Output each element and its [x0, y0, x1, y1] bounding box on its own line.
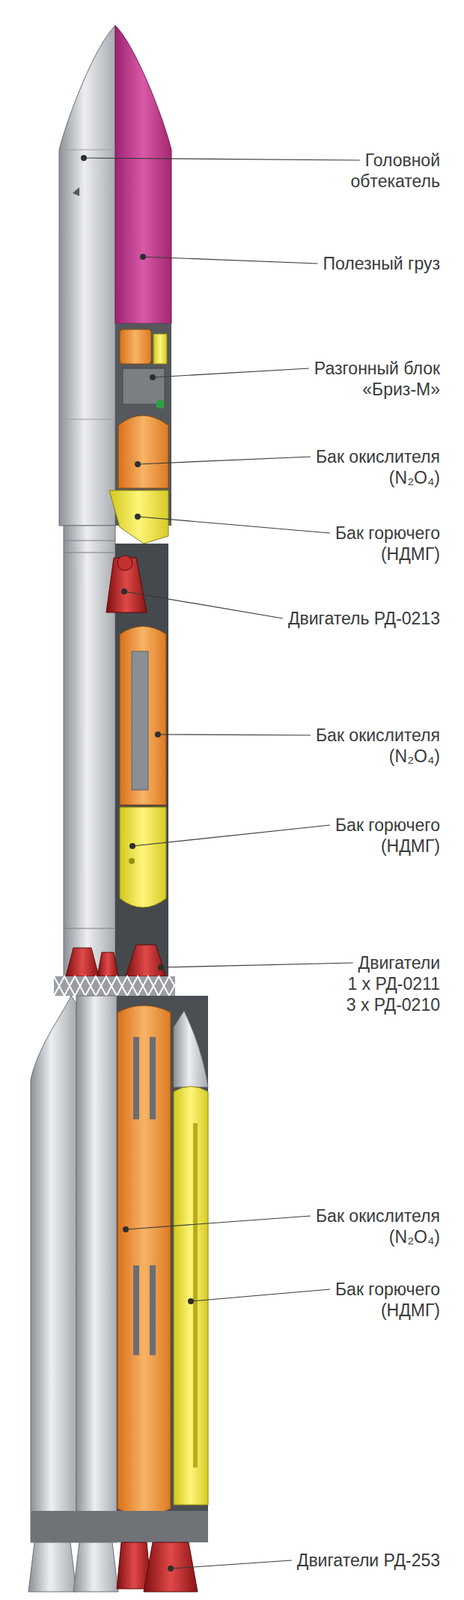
oxidizer-tank: [117, 1005, 171, 1515]
booster-nose: [173, 1010, 209, 1087]
leader-dot: [134, 513, 141, 520]
tank-insert: [149, 1036, 156, 1119]
fuel-tank: [109, 490, 169, 544]
fairing-shell: [59, 25, 116, 526]
leader-line: [137, 516, 331, 533]
leader-dot: [187, 1297, 194, 1304]
leader-line: [157, 734, 311, 735]
leader-line: [190, 1288, 331, 1301]
upper-stage-equipment: [153, 333, 167, 364]
leader-dot: [149, 374, 156, 381]
stage-ring: [63, 552, 116, 554]
leader-line: [152, 368, 310, 378]
leader-line: [137, 456, 311, 464]
tank-insert: [133, 1264, 140, 1355]
leader-dot: [80, 154, 87, 161]
fuel-tank: [173, 1085, 209, 1505]
leader-line: [170, 1559, 292, 1568]
part-label: Полезный груз: [286, 252, 441, 274]
part-label: Бак горючего (НДМГ): [286, 1278, 441, 1321]
engine-nozzle: [28, 1541, 77, 1592]
fairing-seam: [59, 419, 116, 420]
part-label: Разгонный блок «Бриз-М»: [286, 357, 441, 400]
leader-dot: [122, 1225, 129, 1232]
stage-ring: [63, 540, 116, 542]
fuel-tank-detail: [128, 857, 135, 864]
leader-dot: [167, 1564, 174, 1571]
engine: [125, 944, 167, 976]
tank-insert: [193, 1122, 198, 1467]
leader-dot: [121, 588, 128, 595]
part-label: Бак горючего (НДМГ): [286, 522, 441, 565]
booster: [30, 995, 77, 1542]
leader-dot: [154, 731, 161, 738]
part-label: Двигатель РД-0213: [286, 607, 441, 629]
leader-line: [83, 157, 360, 161]
fuel-tank: [119, 806, 167, 908]
leader-dot: [134, 461, 141, 467]
interstage-truss: [53, 975, 176, 996]
oxidizer-tank: [119, 626, 167, 806]
leader-dot: [157, 963, 164, 970]
leader-line: [142, 256, 318, 264]
upper-stage-equipment: [119, 329, 152, 364]
upper-stage-equipment: [155, 399, 165, 409]
leader-line: [124, 591, 283, 619]
engine: [117, 555, 133, 571]
upper-stage-equipment: [122, 368, 165, 405]
leader-dot: [139, 253, 146, 260]
stage-ring: [63, 928, 116, 929]
engine: [65, 947, 99, 976]
leader-line: [125, 1215, 311, 1229]
part-label: Бак окислителя (N₂O₄): [286, 724, 441, 767]
fairing-seam: [59, 149, 116, 151]
tank-insert: [133, 1036, 140, 1119]
fairing-mark: [72, 187, 80, 197]
tank-insert: [131, 651, 149, 790]
leader-dot: [129, 842, 136, 849]
interstage-truss: [53, 975, 176, 996]
stage-panel: [74, 568, 77, 928]
engine-nozzle: [73, 1541, 119, 1592]
core-shell: [76, 995, 117, 1542]
leader-line: [132, 824, 331, 846]
part-label: Бак окислителя (N₂O₄): [286, 446, 441, 488]
part-label: Бак окислителя (N₂O₄): [286, 1204, 441, 1247]
engine: [97, 951, 119, 976]
tail-section: [30, 1510, 209, 1542]
core-cutaway: [116, 995, 209, 1542]
payload: [115, 25, 172, 324]
tank-insert: [149, 1264, 156, 1355]
part-label: Бак горючего (НДМГ): [286, 814, 441, 857]
part-label: Двигатели РД-253: [286, 1549, 441, 1571]
leader-line: [160, 962, 354, 967]
part-label: Головной обтекатель: [286, 149, 441, 192]
oxidizer-tank: [118, 415, 169, 488]
part-label: Двигатели 1 x РД-0211 3 x РД-0210: [286, 951, 441, 1015]
stage-shell: [63, 525, 116, 977]
interstage-truss: [53, 975, 176, 996]
